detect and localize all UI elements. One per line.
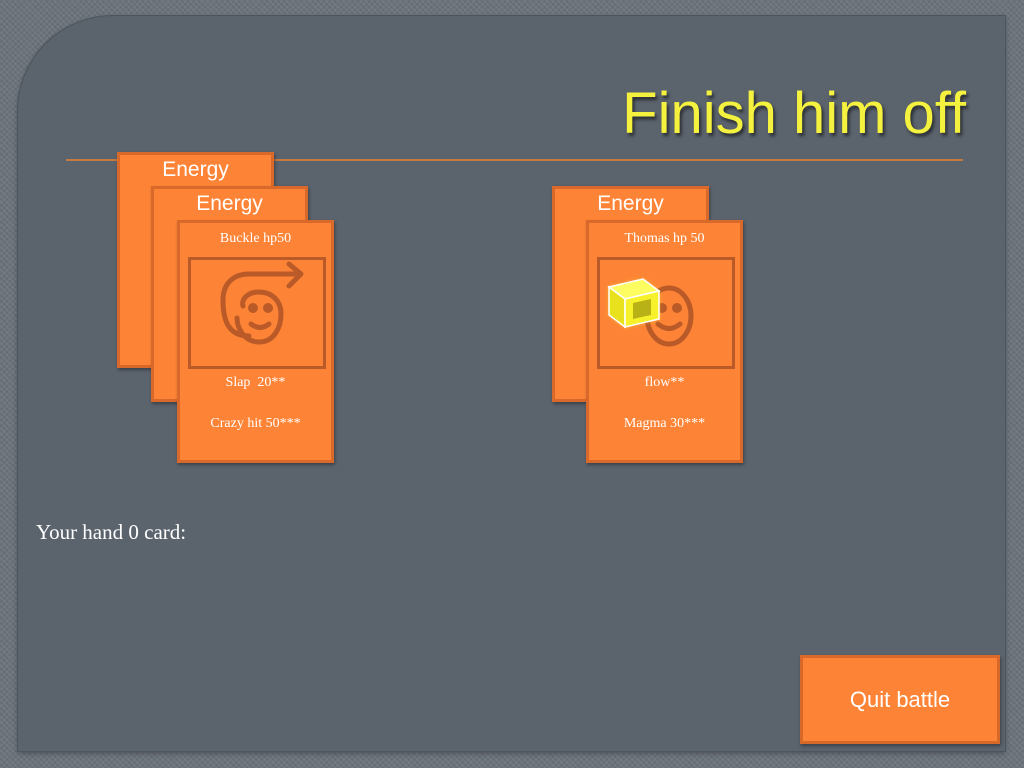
energy-label: Energy xyxy=(196,192,263,215)
quit-battle-button[interactable]: Quit battle xyxy=(800,655,1000,744)
card-name: Thomas hp 50 xyxy=(624,231,705,246)
page-title: Finish him off xyxy=(622,81,966,146)
energy-label: Energy xyxy=(597,192,664,215)
opponent-creature-card[interactable]: Thomas hp 50 flow** Magma 30*** xyxy=(586,220,743,463)
hand-label: Your hand 0 card: xyxy=(36,520,187,544)
move-2[interactable]: Crazy hit 50*** xyxy=(210,416,301,431)
title-divider xyxy=(66,159,963,161)
face-with-arrow-icon xyxy=(220,261,304,345)
card-name: Buckle hp50 xyxy=(219,231,292,246)
energy-label: Energy xyxy=(162,158,229,181)
move-1[interactable]: Slap 20** xyxy=(225,375,286,390)
move-1[interactable]: flow** xyxy=(644,375,685,390)
player-creature-card[interactable]: Buckle hp50 Slap 20** Crazy hit 50*** xyxy=(177,220,334,463)
yellow-cube-icon[interactable] xyxy=(603,273,663,331)
card-art xyxy=(188,257,326,369)
move-2[interactable]: Magma 30*** xyxy=(623,416,706,431)
